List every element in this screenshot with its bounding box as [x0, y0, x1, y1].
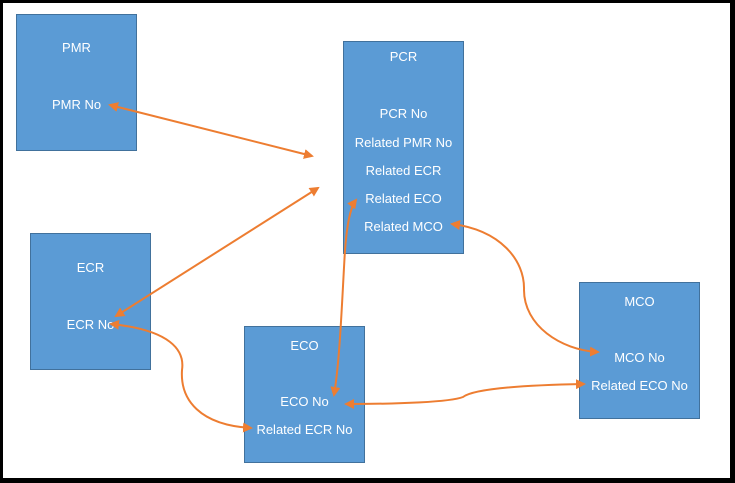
entity-pcr-field-pcr-no: PCR No	[379, 106, 428, 121]
entity-pcr-title: PCR	[389, 49, 418, 64]
entity-pmr-field-pmr-no: PMR No	[51, 97, 102, 112]
entity-ecr-title: ECR	[76, 260, 105, 275]
entity-pmr[interactable]: PMR PMR No	[16, 14, 137, 151]
entity-mco-field-related-eco-no: Related ECO No	[591, 378, 688, 393]
entity-mco-field-mco-no: MCO No	[614, 350, 665, 365]
entity-eco-field-related-ecr-no: Related ECR No	[256, 422, 353, 437]
entity-eco-field-eco-no: ECO No	[280, 394, 329, 409]
entity-pcr-field-related-pmr-no: Related PMR No	[354, 135, 453, 150]
entity-pcr[interactable]: PCR PCR No Related PMR No Related ECR Re…	[343, 41, 464, 254]
entity-pmr-title: PMR	[62, 40, 91, 55]
entity-ecr[interactable]: ECR ECR No	[30, 233, 151, 370]
entity-pcr-field-related-mco: Related MCO	[364, 219, 443, 234]
entity-eco[interactable]: ECO ECO No Related ECR No	[244, 326, 365, 463]
entity-ecr-field-ecr-no: ECR No	[66, 317, 115, 332]
entity-mco[interactable]: MCO MCO No Related ECO No	[579, 282, 700, 419]
entity-mco-title: MCO	[624, 294, 655, 309]
entity-pcr-field-related-eco: Related ECO	[365, 191, 442, 206]
entity-eco-title: ECO	[290, 338, 319, 353]
entity-pcr-field-related-ecr: Related ECR	[365, 163, 442, 178]
